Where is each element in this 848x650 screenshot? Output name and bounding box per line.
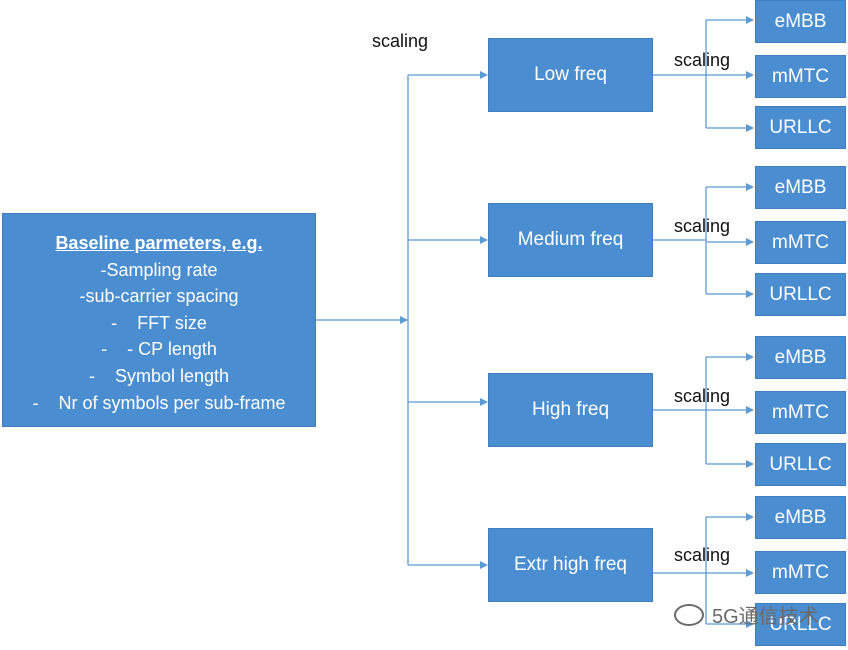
- medium-embb-box: eMBB: [755, 166, 846, 209]
- medium-freq-box: Medium freq: [488, 203, 653, 277]
- medium-mmtc-box: mMTC: [755, 221, 846, 264]
- high-mmtc-box: mMTC: [755, 391, 846, 434]
- baseline-line-3: - FFT size: [111, 312, 207, 333]
- baseline-title: Baseline parmeters, e.g.: [55, 233, 263, 253]
- baseline-line-5: - Symbol length: [88, 365, 230, 386]
- high-urllc-box: URLLC: [755, 443, 846, 486]
- baseline-parameters-box: Baseline parmeters, e.g. -Sampling rate …: [2, 213, 316, 427]
- watermark: 5G通信技术: [674, 600, 819, 629]
- scaling-label-medium: scaling: [674, 216, 731, 236]
- baseline-line-4: - - CP length: [101, 339, 217, 360]
- extr-high-urllc-box: URLLC: [755, 603, 846, 646]
- wechat-logo-icon: [674, 603, 704, 626]
- high-freq-box: High freq: [488, 373, 653, 447]
- scaling-label-extr-high: scaling: [674, 545, 731, 565]
- extr-high-freq-box: Extr high freq: [488, 528, 653, 602]
- low-embb-box: eMBB: [755, 0, 846, 43]
- high-embb-box: eMBB: [755, 336, 846, 379]
- watermark-text: 5G通信技术: [712, 606, 819, 628]
- scaling-label-main: scaling: [372, 31, 429, 51]
- low-freq-box: Low freq: [488, 38, 653, 112]
- scaling-label-high: scaling: [674, 386, 731, 406]
- medium-urllc-box: URLLC: [755, 273, 846, 316]
- scaling-label-low: scaling: [674, 50, 731, 70]
- baseline-line-2: -sub-carrier spacing: [79, 286, 239, 307]
- extr-high-embb-box: eMBB: [755, 496, 846, 539]
- low-urllc-box: URLLC: [755, 106, 846, 149]
- extr-high-mmtc-box: mMTC: [755, 551, 846, 594]
- baseline-line-1: -Sampling rate: [100, 259, 218, 280]
- baseline-line-6: - Nr of symbols per sub-frame: [32, 392, 286, 413]
- low-mmtc-box: mMTC: [755, 55, 846, 98]
